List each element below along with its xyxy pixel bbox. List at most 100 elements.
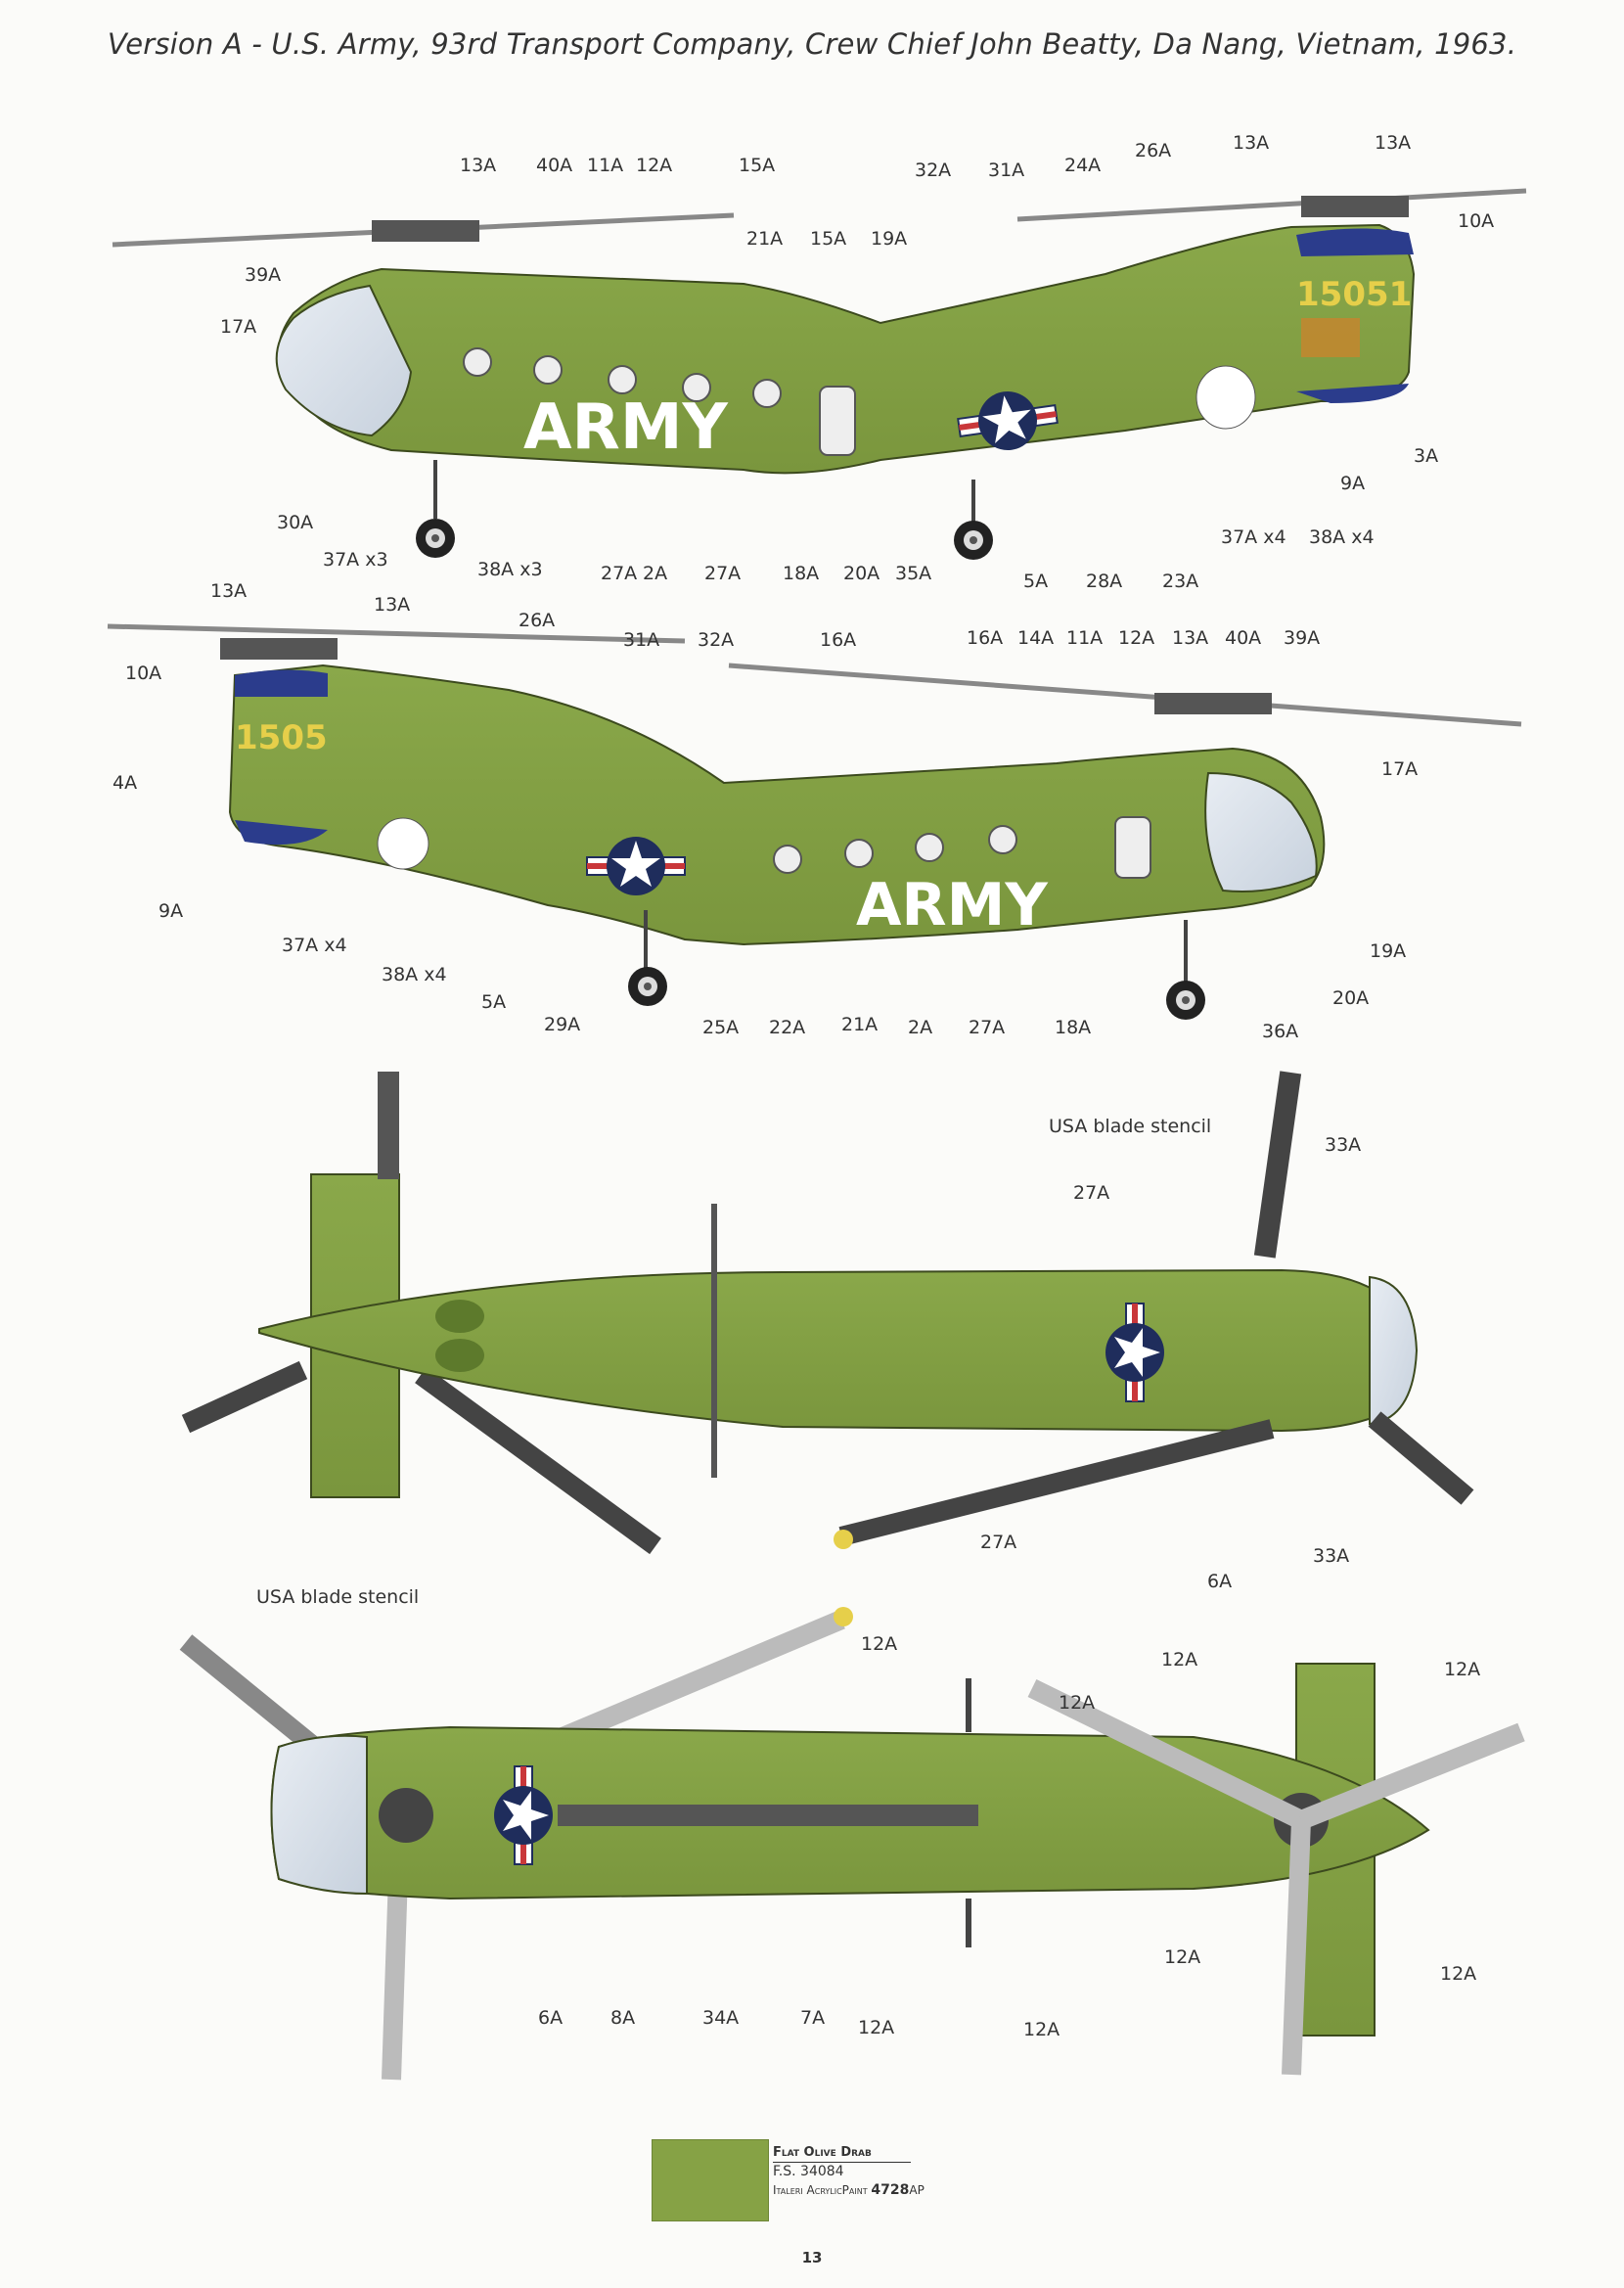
callout-label: 40A — [1225, 627, 1261, 649]
callout-label: 21A — [746, 228, 783, 250]
callout-label: 13A — [1233, 132, 1269, 154]
callout-label: 2A — [643, 563, 667, 584]
rotor-blade — [1297, 1722, 1525, 1830]
callout-label: 12A — [1023, 2019, 1060, 2040]
rotor-blade — [1027, 1679, 1306, 1829]
callout-label: 31A — [988, 160, 1024, 181]
paint-fs: F.S. 34084 — [773, 2164, 844, 2179]
rear-rotor-hub — [1301, 196, 1409, 217]
rear-rotor-blade — [1016, 188, 1527, 222]
callout-label: 32A — [915, 160, 951, 181]
front-rotor-hub — [379, 1788, 433, 1843]
front-rotor-blade — [107, 623, 686, 644]
callout-label: 5A — [1023, 571, 1048, 592]
bottom-view — [179, 1607, 1525, 2081]
callout-label: 13A — [1172, 627, 1208, 649]
cockpit-glazing — [1369, 1275, 1419, 1426]
paint-name: Flat Olive Drab — [773, 2143, 911, 2163]
rotor-blade — [1253, 1071, 1302, 1258]
tail-cap-bottom — [235, 820, 328, 846]
callout-label: 12A — [1118, 627, 1154, 649]
rotor-blade — [378, 1072, 399, 1179]
callout-label: 26A — [519, 610, 555, 631]
fuselage — [278, 223, 1416, 475]
rotor-blade — [415, 1366, 661, 1555]
callout-label: 5A — [481, 991, 506, 1013]
callout-label: USA blade stencil — [256, 1586, 419, 1608]
front-rotor-hub — [372, 220, 479, 242]
callout-label: 8A — [610, 2007, 635, 2029]
tiger-nose-art — [1301, 318, 1360, 357]
callout-label: 13A — [210, 580, 247, 602]
rotor-blade — [1368, 1411, 1474, 1505]
rotor-blade — [838, 1419, 1275, 1546]
callout-label: 24A — [1064, 155, 1101, 176]
callout-label: 12A — [1164, 1946, 1200, 1968]
tail-code: 15051 — [1296, 275, 1412, 314]
cabin-door-window — [1114, 816, 1151, 879]
callout-label: 9A — [158, 900, 183, 922]
callout-label: 2A — [908, 1017, 932, 1038]
callout-label: 30A — [277, 512, 313, 533]
fuselage — [228, 664, 1326, 946]
callout-label: 15A — [810, 228, 846, 250]
rear-rotor-blade — [728, 663, 1522, 727]
paint-brand-text: Italeri AcrylicPaint — [773, 2183, 868, 2197]
page-number: 13 — [801, 2249, 823, 2266]
callout-label: 36A — [1262, 1021, 1298, 1042]
callout-label: 17A — [1381, 758, 1418, 780]
callout-label: 27A — [1073, 1182, 1109, 1204]
tail-cap-bottom — [1296, 384, 1409, 403]
belly-strip — [558, 1805, 978, 1826]
callout-label: 12A — [858, 2017, 894, 2038]
callout-label: 17A — [220, 316, 256, 338]
tail-window — [1195, 365, 1256, 430]
callout-label: 12A — [1444, 1659, 1480, 1680]
callout-label: 6A — [1207, 1571, 1232, 1592]
callout-label: 10A — [1458, 210, 1494, 232]
callout-label: 21A — [841, 1014, 878, 1035]
tail-window — [377, 817, 429, 870]
callout-label: 9A — [1340, 473, 1365, 494]
callout-label: 37A x4 — [1221, 526, 1286, 548]
top-view — [181, 1071, 1474, 1555]
callout-label: 12A — [636, 155, 672, 176]
callout-label: 19A — [871, 228, 907, 250]
callout-label: 15A — [739, 155, 775, 176]
callout-label: 12A — [1059, 1692, 1095, 1714]
callout-label: 22A — [769, 1017, 805, 1038]
callout-label: 12A — [1161, 1649, 1197, 1670]
page-title: Version A - U.S. Army, 93rd Transport Co… — [107, 27, 1517, 61]
callout-label: 38A x4 — [382, 964, 447, 985]
callout-label: 27A — [969, 1017, 1005, 1038]
callout-label: 33A — [1313, 1545, 1349, 1567]
callout-label: 34A — [702, 2007, 739, 2029]
right-side-profile: ARMY 15051 — [112, 188, 1527, 560]
callout-label: 35A — [895, 563, 931, 584]
tail-cap-top — [235, 669, 328, 697]
callout-label: 37A x3 — [323, 549, 388, 571]
callout-label: 32A — [698, 629, 734, 651]
callout-label: 7A — [800, 2007, 825, 2029]
callout-label: 11A — [587, 155, 623, 176]
army-marking: ARMY — [523, 391, 729, 464]
callout-label: 27A — [601, 563, 637, 584]
callout-label: 27A — [980, 1532, 1016, 1553]
callout-label: 16A — [820, 629, 856, 651]
rear-rotor-hub — [220, 638, 338, 660]
callout-label: 12A — [861, 1633, 897, 1655]
rotor-blade — [181, 1360, 308, 1434]
callout-label: 16A — [967, 627, 1003, 649]
callout-label: 13A — [1375, 132, 1411, 154]
callout-label: 18A — [783, 563, 819, 584]
cockpit-glazing — [270, 1734, 368, 1896]
callout-label: 31A — [623, 629, 659, 651]
paint-code-suffix: AP — [909, 2183, 925, 2197]
callout-label: 38A x4 — [1309, 526, 1375, 548]
callout-label: 19A — [1370, 940, 1406, 962]
callout-label: 4A — [113, 772, 137, 794]
callout-label: 13A — [460, 155, 496, 176]
callout-label: 20A — [1332, 987, 1369, 1009]
callout-label: 13A — [374, 594, 410, 616]
